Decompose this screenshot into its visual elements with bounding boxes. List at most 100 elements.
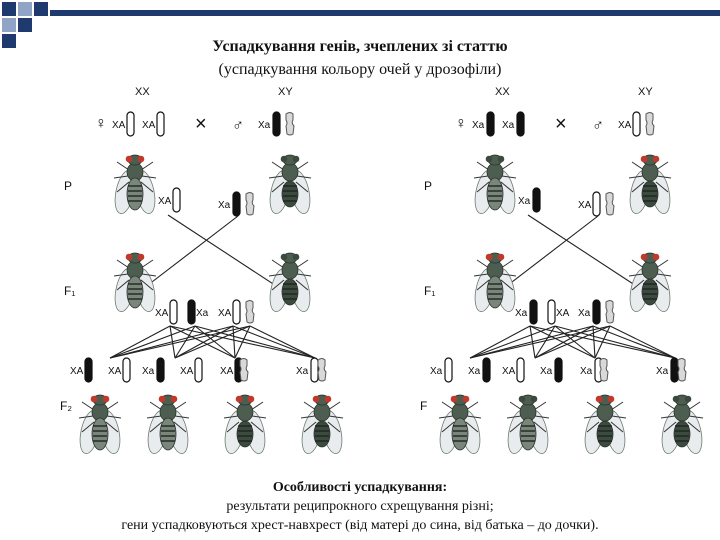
gamete-female-label: XA [158,196,172,207]
f2-male-fly-2 [300,394,344,455]
cross-line [232,325,316,359]
f1-female-allele-2-label: Xa [196,308,209,319]
f2-allele-0-label: XA [70,366,84,377]
generation-label-f2: F₂ [60,399,72,413]
page-subtitle: (успадкування кольору очей у дрозофіли) [218,61,502,78]
f1-male-allele-chromosome [592,299,601,325]
cross-line [174,325,196,359]
parent-male-allele-chromosome [272,111,281,137]
cross-symbol: × [555,113,567,135]
page-title: Успадкування генів, зчеплених зі статтю [212,38,508,55]
cross-line [469,325,531,359]
generation-label-f1: F₁ [424,284,435,298]
cross-line [249,325,316,359]
cross-line [109,325,251,359]
cross-line [194,325,316,359]
parent-male-allele-chromosome [632,111,641,137]
cross-line [592,325,676,359]
female-karyotype-label: XX [495,86,510,98]
cross-line [232,325,236,359]
f2-male-fly-2 [660,394,704,455]
f1-female-chromosome-2 [187,299,196,325]
footer-line-1: результати реципрокного схрещування різн… [226,499,494,514]
f2-allele-3-chromosome [554,357,563,383]
female-symbol: ♀ [95,115,107,132]
y-chromosome [645,112,655,136]
gamete-female-chromosome [172,187,181,213]
y-chromosome [285,112,295,136]
cross-line [469,325,594,359]
cross-line [534,325,594,359]
cross-symbol: × [195,113,207,135]
female-symbol: ♀ [455,115,467,132]
gamete-female-chromosome [532,187,541,213]
f1-male-allele-chromosome [232,299,241,325]
cross-line [527,214,651,296]
f2-allele-2-label: XA [502,366,516,377]
f1-male-allele-label: Xa [578,308,591,319]
parent-male-fly [268,154,312,215]
cross-line [469,325,611,359]
cross-line [194,325,236,359]
f2-allele-5-label: Xa [656,366,669,377]
f2-allele-2-chromosome [516,357,525,383]
parent-female-allele-2-chromosome [156,111,165,137]
gamete-male-label: XA [578,200,592,211]
cross-line [174,325,251,359]
y-chromosome [677,358,687,382]
f2-allele-1-label: Xa [468,366,481,377]
f2-allele-2-label: Xa [142,366,155,377]
f2-female-fly-1 [78,394,122,455]
gamete-female-label: Xa [518,196,531,207]
cross-line [469,325,556,359]
generation-label-f1: F₁ [64,284,75,298]
footer-heading: Особливості успадкування: [272,480,448,495]
parent-female-allele-2-label: XA [142,120,156,131]
male-symbol: ♂ [592,117,604,134]
f2-allele-0-chromosome [84,357,93,383]
f2-female-fly-2 [506,394,550,455]
f2-female-fly-1 [438,394,482,455]
f1-male-allele-label: XA [218,308,232,319]
cross-line [534,325,556,359]
f2-allele-0-chromosome [444,357,453,383]
f2-allele-3-chromosome [194,357,203,383]
f1-female-allele-1-label: Xa [515,308,528,319]
male-karyotype-label: XY [278,86,293,98]
f2-male-fly-1 [223,394,267,455]
f1-female-fly [473,252,517,313]
parent-female-allele-1-label: XA [112,120,126,131]
cross-line [534,325,611,359]
cross-line [109,325,196,359]
cross-line [109,325,234,359]
top-bar [50,10,720,16]
cross-line [554,325,596,359]
cross-line [109,325,171,359]
f1-male-fly [628,252,672,313]
male-karyotype-label: XY [638,86,653,98]
f2-allele-0-label: Xa [430,366,443,377]
f2-allele-1-chromosome [122,357,131,383]
f1-female-allele-1-label: XA [155,308,169,319]
generation-label-f2: F [420,399,427,413]
cross-line [167,214,291,296]
male-symbol: ♂ [232,117,244,134]
parent-female-fly [113,154,157,215]
f2-allele-5-chromosome [310,357,319,383]
y-chromosome [317,358,327,382]
cross-line [174,325,234,359]
f2-allele-1-label: XA [108,366,122,377]
parent-male-fly [628,154,672,215]
y-chromosome [245,300,255,324]
f2-allele-4-label: Xa [580,366,593,377]
y-chromosome [599,358,609,382]
f2-allele-4-label: XA [220,366,234,377]
cross-line [609,325,676,359]
gamete-male-chromosome [232,191,241,217]
cross-line [594,325,611,359]
f1-female-allele-1-chromosome [169,299,178,325]
cross-line [234,325,251,359]
f2-allele-3-label: XA [180,366,194,377]
parent-female-allele-1-chromosome [486,111,495,137]
